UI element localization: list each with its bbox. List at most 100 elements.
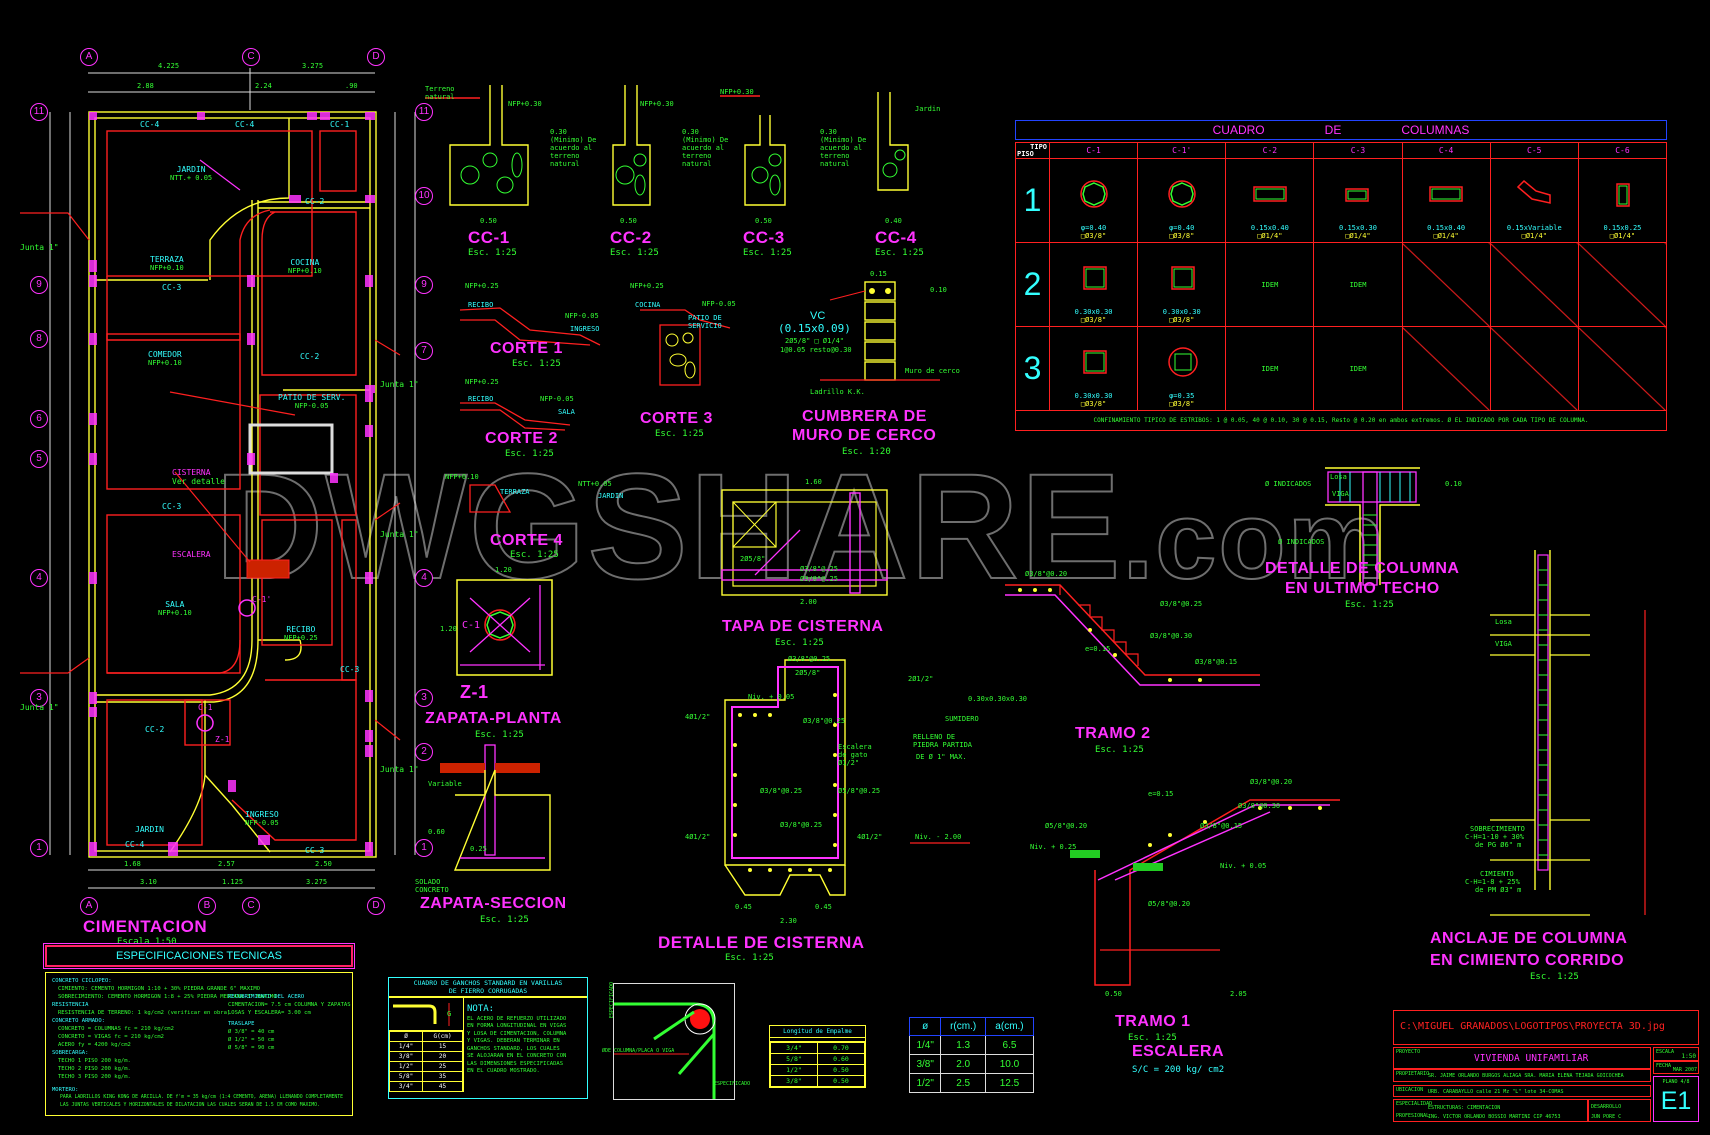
dim-top-partial-6: .90: [345, 82, 358, 90]
column-cell: 0.15x0.25 □Ø1/4": [1577, 158, 1668, 243]
zapata-sec-title: ZAPATA-SECCION: [420, 895, 567, 912]
wall-label-cc1: CC-1: [330, 120, 350, 129]
corte1-label-4: INGRESO: [570, 325, 600, 333]
empty-cell: [1577, 326, 1668, 411]
axis-bubble-bottom-a: A: [80, 897, 98, 915]
room-comedor: COMEDOR NFP+0.10: [148, 350, 182, 367]
specs-body: CONCRETO CICLOPEO: CIMIENTO: CEMENTO HOR…: [45, 972, 353, 1116]
zapata-sec-scale: Esc. 1:25: [480, 915, 529, 925]
tramo1-label-4: Ø5/8"@0.20: [1045, 822, 1088, 830]
dim-bottom-2: 2.57: [218, 860, 235, 868]
note-junta-4: Junta 1": [380, 530, 419, 539]
axis-bubble-right-4: 4: [415, 569, 433, 587]
cc4-title: CC-4: [875, 228, 917, 247]
cc2-title: CC-2: [610, 228, 652, 247]
dim-top-partial-4: 2.24: [255, 82, 272, 90]
tramo2-label-2: Ø3/8"@0.30: [1150, 632, 1193, 640]
cc1-scale: Esc. 1:25: [468, 248, 517, 258]
axis-bubble-left-8: 8: [30, 330, 48, 348]
zapata-plan-col: C-1: [462, 620, 481, 631]
tramo1-label-5: Ø3/8"@0.15: [1200, 822, 1243, 830]
tapa-rebar-1: 2Ø5/8": [740, 555, 766, 563]
cisterna-label-6: Ø3/8"@0.25: [803, 717, 846, 725]
room-patio-serv: PATIO DE SERV. NFP-0.05: [278, 393, 346, 410]
detalle-cisterna: Ø3/8"@0.25 2Ø5/8" 2Ø1/2" Niv. + 0.05 4Ø1…: [658, 655, 1027, 965]
corte2-scale: Esc. 1:25: [505, 449, 554, 459]
column-cell: 0.30x0.30 □Ø3/8": [1048, 326, 1139, 411]
cumbrera-height: 0.10: [930, 286, 947, 294]
anclaje-scale: Esc. 1:25: [1530, 972, 1579, 982]
tramo2-drawing: [1005, 584, 1260, 686]
hook-icon: [393, 1003, 450, 1026]
rect-column-icon: [1253, 186, 1287, 202]
col-header-c1: C-1: [1048, 142, 1139, 159]
cc4-level: Jardin: [915, 105, 941, 113]
circular-column-icon: [1079, 180, 1108, 208]
cisterna-label-niv: Niv. - 2.00: [915, 833, 962, 841]
tramo2-label-3: e=0.15: [1085, 645, 1111, 653]
dim-bottom-3: 2.50: [315, 860, 332, 868]
cumbrera-vc: VC: [810, 310, 826, 322]
corner-cell: TIPO PISO: [1015, 142, 1050, 159]
col-header-c3: C-3: [1313, 142, 1403, 159]
idem-cell: IDEM: [1313, 326, 1403, 411]
escala-box: ESCALA 1:50: [1653, 1047, 1699, 1061]
tramo2-label-1: Ø3/8"@0.20: [1025, 570, 1068, 578]
anclaje-cimiento: CIMIENTO: [1480, 870, 1514, 878]
square-column-icon: [1082, 350, 1107, 374]
wall-label-cc2: CC-2: [305, 197, 325, 206]
col-header-c4: C-4: [1401, 142, 1491, 159]
cisterna-label-sumidero: SUMIDERO: [945, 715, 979, 723]
cc4-scale: Esc. 1:25: [875, 248, 924, 258]
cisterna-label-12: Ø3/8"@0.25: [760, 787, 803, 795]
floor-number: 3: [1015, 326, 1050, 411]
axis-bubble-left-5: 5: [30, 450, 48, 468]
cumbrera-drawing: [820, 281, 940, 381]
cisterna-label-14: Ø3/8"@0.25: [780, 821, 823, 829]
note-cisterna: CISTERNA Ver detalle: [172, 468, 225, 486]
cisterna-dim-1: 0.45: [735, 903, 752, 911]
anclaje-viga: VIGA: [1495, 640, 1512, 648]
col-roof-label-4: Ø INDICADOS: [1278, 538, 1325, 546]
tapa-title: TAPA DE CISTERNA: [722, 618, 884, 635]
rect-column-icon: [1345, 188, 1369, 202]
tapa-cisterna: 1.60 2.00 2Ø5/8" Ø3/8"@.25 Ø3/8"@.25 TAP…: [700, 470, 920, 650]
tramo1-label-6: Niv. + 0.25: [1030, 843, 1077, 851]
corte1-scale: Esc. 1:25: [512, 359, 561, 369]
column-cell: 0.30x0.30 □Ø3/8": [1048, 242, 1139, 327]
hook-diagram: G: [389, 998, 463, 1031]
tapa-drawing: [721, 489, 888, 596]
especialidad-row: ESPECIALIDAD ESTRUCTURAS: CIMENTACION PR…: [1393, 1099, 1588, 1122]
cc2-scale: Esc. 1:25: [610, 248, 659, 258]
column-cell: 0.15x0.40 □Ø1/4": [1225, 158, 1315, 243]
empty-cell: [1489, 326, 1579, 411]
anclaje-detail: Losa VIGA SOBRECIMIENTO C-H=1-10 + 30% d…: [1430, 540, 1700, 990]
radius-header-r: r(cm.): [940, 1017, 986, 1036]
desarrollo-row: DESARROLLO JUN PORE C: [1588, 1099, 1651, 1122]
cumbrera-rebar-1: 2Ø5/8" □ Ø1/4": [785, 337, 845, 345]
anclaje-title-1: ANCLAJE DE COLUMNA: [1430, 930, 1628, 947]
specs-panel: ESPECIFICACIONES TECNICAS CONCRETO CICLO…: [43, 943, 355, 1116]
room-recibo: RECIBO NFP+0.25: [284, 625, 318, 642]
axis-bubble-left-4: 4: [30, 569, 48, 587]
corte2-label-3: NFP-0.05: [540, 395, 574, 403]
table-row-floor-1: 1 φ=0.40 □Ø3/8" φ=0.40 □Ø3/8" 0.15x0.40 …: [1015, 158, 1668, 243]
cc4-width: 0.40: [885, 217, 902, 225]
radius-header-a: a(cm.): [984, 1017, 1035, 1036]
corte1-label-2: RECIBO: [468, 301, 494, 309]
cc-sections: Terreno natural NFP+0.30 NFP+0.30 NFP+0.…: [420, 60, 940, 260]
dim-top-total-1: 4.225: [158, 62, 180, 70]
corte2-label-4: SALA: [558, 408, 575, 416]
tramo2-label-4: Ø3/8"@0.15: [1195, 658, 1238, 666]
cc3-scale: Esc. 1:25: [743, 248, 792, 258]
tapa-scale: Esc. 1:25: [775, 638, 824, 648]
tramo1-scale: Esc. 1:25: [1128, 1033, 1177, 1043]
note-escalera: ESCALERA: [172, 550, 211, 559]
axis-bubble-bottom-c: C: [242, 897, 260, 915]
dim-top-partial-2: 2.88: [137, 82, 154, 90]
tapa-rebar-3: Ø3/8"@.25: [800, 575, 838, 583]
corte3-scale: Esc. 1:25: [655, 429, 704, 439]
cc1-level: NFP+0.30: [508, 100, 542, 108]
